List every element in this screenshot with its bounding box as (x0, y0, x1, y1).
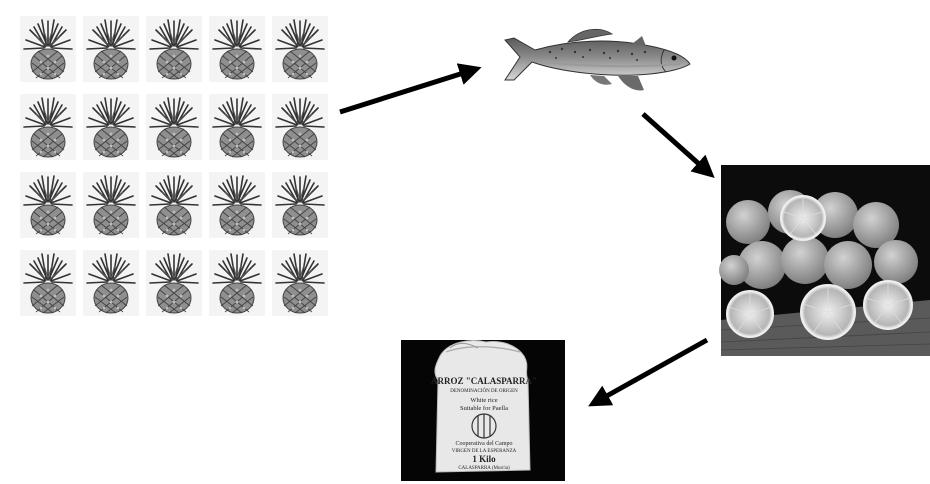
arrow-oranges-to-rice (596, 340, 707, 402)
sack-line-1: ARROZ "CALASPARRA" (431, 376, 537, 386)
sack-line-3: White rice (470, 397, 497, 404)
arrow-pineapples-to-fish (340, 70, 473, 112)
sack-line-4: Suitable for Paella (460, 405, 508, 412)
sack-line-8: CALASPARRA (Murcia) (458, 466, 510, 471)
sack-line-2: DENOMINACIÓN DE ORIGEN (450, 388, 518, 394)
oranges-photo-icon (719, 165, 930, 356)
pineapple-grid (20, 16, 328, 316)
rice-sack-icon: ARROZ "CALASPARRA" DENOMINACIÓN DE ORIGE… (401, 340, 565, 481)
sack-line-7: 1 Kilo (472, 454, 496, 464)
trout-fish-icon (505, 29, 690, 90)
sack-line-5: Cooperativa del Campo (456, 441, 513, 447)
arrow-fish-to-oranges (643, 114, 708, 172)
